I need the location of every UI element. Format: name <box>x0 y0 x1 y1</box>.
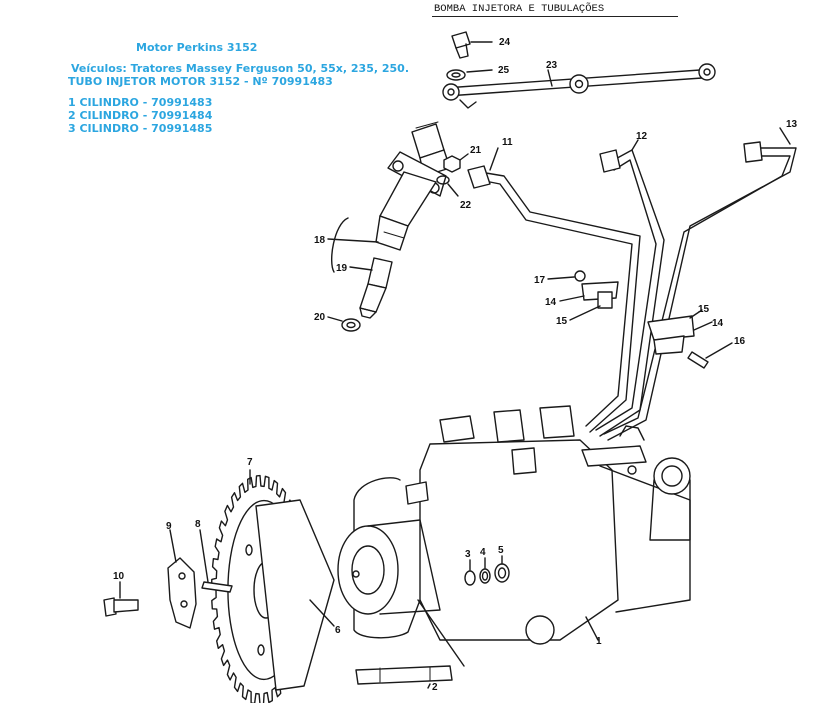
cylinder-2-label: 2 CILINDRO - 70991484 <box>68 109 213 122</box>
cylinder-1-label: 1 CILINDRO - 70991483 <box>68 96 213 109</box>
callout-21: 21 <box>470 145 482 156</box>
callout-18: 18 <box>314 235 326 246</box>
title-underline <box>432 16 678 17</box>
diagram-title: BOMBA INJETORA E TUBULAÇÕES <box>434 3 605 15</box>
part-14-clamp-upper <box>559 281 619 321</box>
callout-7: 7 <box>247 457 253 468</box>
callout-8: 8 <box>195 519 201 530</box>
part-9-lock-plate <box>167 529 197 629</box>
part-11-pipe <box>467 147 641 433</box>
part-4-seal <box>479 557 491 584</box>
tube-label: TUBO INJETOR MOTOR 3152 - Nº 70991483 <box>68 75 333 88</box>
part-10-bolt <box>103 581 139 617</box>
part-1-pump-body <box>353 405 691 645</box>
gear-bolt-hole <box>257 644 265 656</box>
callout-6: 6 <box>335 625 341 636</box>
vehicles-label: Veículos: Tratores Massey Ferguson 50, 5… <box>71 62 410 75</box>
part-8-key <box>199 529 233 593</box>
part-3-seal <box>464 559 476 586</box>
callout-17: 17 <box>534 275 546 286</box>
callout-15-lower: 15 <box>698 304 710 315</box>
callout-14-upper: 14 <box>545 297 557 308</box>
callout-25: 25 <box>498 65 510 76</box>
part-20-washer <box>327 316 361 332</box>
gear-bolt-hole <box>245 544 253 556</box>
leader-19 <box>349 266 373 271</box>
callout-1: 1 <box>596 636 602 647</box>
callout-16: 16 <box>734 336 746 347</box>
callout-19: 19 <box>336 263 348 274</box>
callout-11: 11 <box>502 137 513 148</box>
part-18-injector <box>375 121 451 251</box>
callout-15-upper: 15 <box>556 316 568 327</box>
callout-14-lower: 14 <box>712 318 724 329</box>
part-14-clamp-lower <box>647 309 713 355</box>
cylinder-3-label: 3 CILINDRO - 70991485 <box>68 122 213 135</box>
part-2-stud <box>355 599 465 689</box>
part-25-washer <box>446 69 493 81</box>
part-17-nut <box>547 270 586 282</box>
callout-2: 2 <box>432 682 438 693</box>
callout-22: 22 <box>460 200 472 211</box>
part-23-leak-off-pipe <box>442 63 716 109</box>
callout-9: 9 <box>166 521 172 532</box>
callout-10: 10 <box>113 571 125 582</box>
part-13-pipe <box>603 127 797 441</box>
engine-label: Motor Perkins 3152 <box>136 41 258 54</box>
part-24-screw <box>451 31 493 59</box>
part-22-washer <box>436 175 459 197</box>
part-19-nozzle <box>359 257 393 319</box>
callout-4: 4 <box>480 547 486 558</box>
leader-18 <box>327 238 379 243</box>
part-6-gear-cover <box>255 499 335 691</box>
callout-23: 23 <box>546 60 558 71</box>
callout-5: 5 <box>498 545 504 556</box>
part-21-nut <box>443 153 469 173</box>
pump-drive-hub <box>337 481 441 615</box>
callout-24: 24 <box>499 37 511 48</box>
part-12-pipe <box>595 139 665 437</box>
part-18-bracket <box>331 217 349 273</box>
callout-3: 3 <box>465 549 471 560</box>
callout-20: 20 <box>314 312 326 323</box>
callout-13: 13 <box>786 119 798 130</box>
part-5-seal <box>494 555 510 583</box>
part-16-screw <box>687 342 733 369</box>
callout-12: 12 <box>636 131 648 142</box>
